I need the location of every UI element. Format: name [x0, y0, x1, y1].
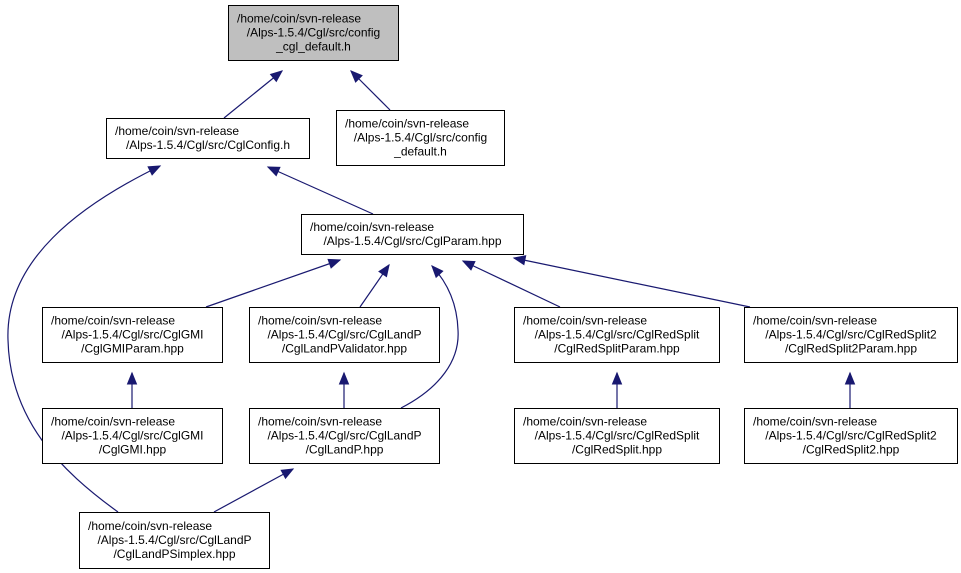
node-label-line: /home/coin/svn-release [310, 220, 434, 234]
node-box-gmiparam [42, 307, 223, 363]
node-label-line: /CglRedSplitParam.hpp [554, 342, 680, 356]
node-box-redsplit [514, 408, 720, 464]
edge-cglparam-to-cglconfig [267, 166, 374, 215]
node-label-line: /home/coin/svn-release [753, 314, 877, 328]
node-label-line: /Alps-1.5.4/Cgl/src/CglLandP [97, 533, 251, 547]
node-label-line: /Alps-1.5.4/Cgl/src/CglRedSplit2 [765, 328, 937, 342]
arrowhead-config_default-to-cgl_default [350, 70, 363, 83]
arrowhead-landpvalidator-to-cglparam [378, 263, 390, 278]
arrowhead-redsplit-to-redsplitparam [611, 371, 623, 385]
node-label-line: /Alps-1.5.4/Cgl/src/CglParam.hpp [323, 234, 501, 248]
node-box-cglconfig [106, 118, 310, 159]
node-box-landpsimplex [79, 512, 270, 569]
arrowhead-redsplit2-to-redsplit2param [844, 371, 856, 385]
node-label-line: /Alps-1.5.4/Cgl/src/config [354, 131, 487, 145]
node-label-line: /Alps-1.5.4/Cgl/src/CglLandP [267, 328, 421, 342]
node-box-gmi [42, 408, 223, 464]
node-box-cgl_default [228, 5, 399, 61]
node-landpsimplex[interactable]: /home/coin/svn-release/Alps-1.5.4/Cgl/sr… [79, 512, 270, 569]
node-landpvalidator[interactable]: /home/coin/svn-release/Alps-1.5.4/Cgl/sr… [249, 307, 440, 363]
node-label-line: _default.h [393, 145, 447, 159]
node-label-line: /Alps-1.5.4/Cgl/src/CglRedSplit2 [765, 429, 937, 443]
arrowhead-landp-to-landpvalidator [338, 371, 350, 385]
node-label-line: /home/coin/svn-release [753, 415, 877, 429]
node-label-line: /home/coin/svn-release [523, 314, 647, 328]
node-cgl_default: /home/coin/svn-release/Alps-1.5.4/Cgl/sr… [228, 5, 399, 61]
node-cglparam[interactable]: /home/coin/svn-release/Alps-1.5.4/Cgl/sr… [301, 214, 524, 255]
node-redsplit2[interactable]: /home/coin/svn-release/Alps-1.5.4/Cgl/sr… [744, 408, 958, 464]
node-redsplit[interactable]: /home/coin/svn-release/Alps-1.5.4/Cgl/sr… [514, 408, 720, 464]
node-redsplit2param[interactable]: /home/coin/svn-release/Alps-1.5.4/Cgl/sr… [744, 307, 958, 363]
node-label-line: /home/coin/svn-release [258, 314, 382, 328]
edge-cglconfig-to-cgl_default [223, 70, 283, 119]
node-label-line: /home/coin/svn-release [258, 415, 382, 429]
edges-layer [7, 70, 856, 513]
node-label-line: /home/coin/svn-release [523, 415, 647, 429]
arrowhead-landp-to-cglparam [431, 265, 444, 279]
node-label-line: /Alps-1.5.4/Cgl/src/CglGMI [61, 429, 203, 443]
node-box-redsplit2 [744, 408, 958, 464]
node-label-line: /home/coin/svn-release [115, 124, 239, 138]
node-label-line: /Alps-1.5.4/Cgl/src/CglRedSplit [535, 429, 700, 443]
node-label-line: /home/coin/svn-release [51, 415, 175, 429]
node-box-cglparam [301, 214, 524, 255]
arrowhead-redsplit2param-to-cglparam [512, 255, 527, 266]
node-config_default[interactable]: /home/coin/svn-release/Alps-1.5.4/Cgl/sr… [336, 110, 505, 166]
node-label-line: /Alps-1.5.4/Cgl/src/config [247, 26, 380, 40]
node-label-line: /Alps-1.5.4/Cgl/src/CglLandP [267, 429, 421, 443]
nodes-layer: /home/coin/svn-release/Alps-1.5.4/Cgl/sr… [42, 5, 958, 569]
node-label-line: /CglRedSplit2Param.hpp [785, 342, 917, 356]
arrowhead-landpsimplex-to-cglconfig [147, 165, 162, 176]
node-label-line: _cgl_default.h [275, 40, 351, 54]
edge-landpsimplex-to-landp [213, 468, 294, 513]
arrowhead-cglconfig-to-cgl_default [269, 70, 284, 83]
edge-redsplit2param-to-cglparam [513, 257, 751, 308]
edge-redsplitparam-to-cglparam [462, 260, 561, 308]
node-label-line: /Alps-1.5.4/Cgl/src/CglConfig.h [126, 138, 290, 152]
node-label-line: /home/coin/svn-release [88, 519, 212, 533]
arrowhead-cglparam-to-cglconfig [266, 166, 281, 177]
node-label-line: /CglRedSplit2.hpp [803, 443, 900, 457]
node-label-line: /CglLandPValidator.hpp [282, 342, 408, 356]
arrowhead-gmiparam-to-cglparam [327, 258, 342, 269]
node-box-redsplit2param [744, 307, 958, 363]
arrowhead-gmi-to-gmiparam [126, 371, 138, 385]
edge-gmiparam-to-cglparam [205, 259, 341, 308]
node-label-line: /home/coin/svn-release [237, 12, 361, 26]
node-box-redsplitparam [514, 307, 720, 363]
node-label-line: /home/coin/svn-release [345, 117, 469, 131]
node-label-line: /home/coin/svn-release [51, 314, 175, 328]
node-box-landp [249, 408, 440, 464]
node-landp[interactable]: /home/coin/svn-release/Alps-1.5.4/Cgl/sr… [249, 408, 440, 464]
node-label-line: /CglGMIParam.hpp [81, 342, 184, 356]
node-box-config_default [336, 110, 505, 166]
node-box-landpvalidator [249, 307, 440, 363]
node-label-line: /CglGMI.hpp [99, 443, 167, 457]
node-gmi[interactable]: /home/coin/svn-release/Alps-1.5.4/Cgl/sr… [42, 408, 223, 464]
node-label-line: /Alps-1.5.4/Cgl/src/CglRedSplit [535, 328, 700, 342]
node-label-line: /CglLandPSimplex.hpp [113, 547, 235, 561]
node-gmiparam[interactable]: /home/coin/svn-release/Alps-1.5.4/Cgl/sr… [42, 307, 223, 363]
node-label-line: /Alps-1.5.4/Cgl/src/CglGMI [61, 328, 203, 342]
node-label-line: /CglLandP.hpp [306, 443, 384, 457]
arrowhead-landpsimplex-to-landp [280, 468, 295, 480]
edge-landp-to-cglparam [400, 265, 459, 409]
node-label-line: /CglRedSplit.hpp [572, 443, 662, 457]
edge-landpsimplex-to-cglconfig [7, 165, 161, 513]
node-cglconfig[interactable]: /home/coin/svn-release/Alps-1.5.4/Cgl/sr… [106, 118, 310, 159]
arrowhead-redsplitparam-to-cglparam [461, 260, 476, 271]
node-redsplitparam[interactable]: /home/coin/svn-release/Alps-1.5.4/Cgl/sr… [514, 307, 720, 363]
